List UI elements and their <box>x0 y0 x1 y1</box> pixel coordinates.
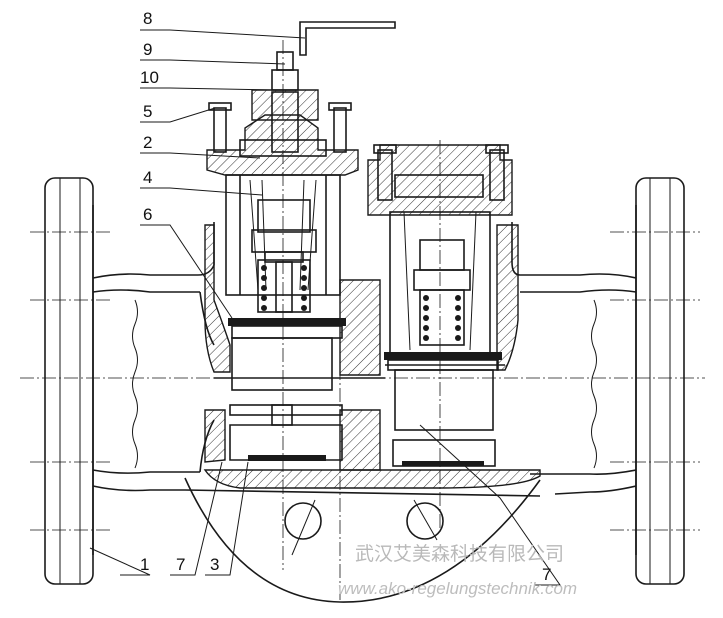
callout-4: 4 <box>143 168 152 187</box>
callout-7-right: 7 <box>542 565 551 584</box>
right-spring <box>419 289 465 346</box>
watermark: 武汉艾美森科技有限公司 www.ako-regelungstechnik.com <box>338 543 577 598</box>
watermark-company: 武汉艾美森科技有限公司 <box>355 543 564 565</box>
callout-3: 3 <box>210 555 219 574</box>
left-valve-assembly <box>206 21 396 461</box>
callout-1: 1 <box>140 555 149 574</box>
callout-10: 10 <box>140 68 159 87</box>
callout-7-left: 7 <box>176 555 185 574</box>
callout-8: 8 <box>143 9 152 28</box>
callout-2: 2 <box>143 133 152 152</box>
callout-9: 9 <box>143 40 152 59</box>
callout-5: 5 <box>143 102 152 121</box>
callout-labels: 8 9 10 5 2 4 6 1 7 3 7 <box>140 9 551 584</box>
valve-body <box>92 222 637 603</box>
left-flange <box>44 177 94 585</box>
right-flange <box>635 177 685 585</box>
callout-6: 6 <box>143 205 152 224</box>
watermark-website: www.ako-regelungstechnik.com <box>338 579 577 598</box>
right-valve-assembly <box>367 144 513 467</box>
leader-lines <box>89 29 561 586</box>
left-spring <box>257 259 311 313</box>
